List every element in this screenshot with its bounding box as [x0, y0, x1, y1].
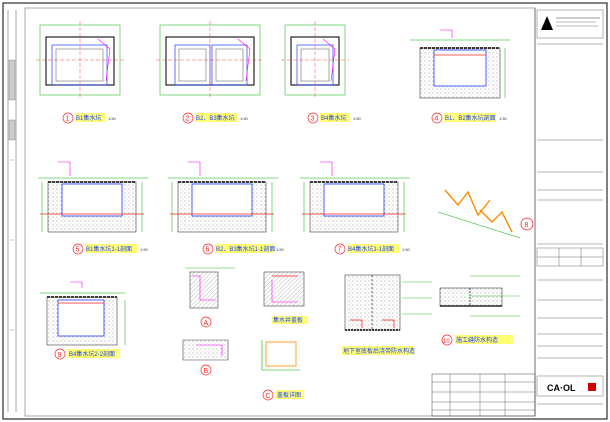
label-title: B2、B3集水坑: [196, 114, 235, 122]
rebar-detail: 8: [437, 189, 534, 239]
label-bubble: [72, 243, 84, 255]
detail-10-number: 10: [443, 339, 450, 345]
label-bubble: [334, 243, 346, 255]
drawing-label-3: 3 B4集水坑 1:50: [307, 112, 362, 124]
plan-1: 1 B1集水坑 1:50: [36, 21, 124, 124]
plan-views: 1 B1集水坑 1:50 2 B2、B3集水坑 1:50 3 B4集水坑 1:50 4 B1、B2集…: [36, 21, 510, 124]
label-title: B4集水坑: [321, 114, 346, 122]
drawing-label-5: 5 B1集水坑1-1剖面 1:50: [72, 243, 149, 255]
label-scale: 1:50: [499, 116, 508, 121]
detail-b: B: [182, 339, 229, 376]
label-number: 6: [206, 247, 210, 254]
section-7: 7 B4集水坑1-1剖面 1:50: [300, 161, 411, 255]
detail-c-title: 盖板详图: [277, 391, 301, 399]
detail-10-title: 施工缝防水构造: [456, 336, 498, 344]
section-9: 9 B4集水坑2-2剖面: [40, 281, 126, 360]
label-title: B1集水坑: [76, 114, 101, 122]
plan-2: 2 B2、B3集水坑 1:50: [156, 21, 264, 124]
client-logo: CA·OL: [547, 383, 576, 393]
construction-joint-detail: 10 施工缝防水构造: [439, 275, 520, 346]
label-number: 4: [435, 116, 439, 123]
label-title: B4集水坑1-1剖面: [348, 245, 394, 253]
section-5: 5 B1集水坑1-1剖面 1:50: [38, 161, 149, 255]
detail-8-number: 8: [525, 222, 529, 229]
detail-a-label: A: [204, 320, 209, 327]
binding-strip: [7, 10, 17, 412]
post-cast-strip-detail: 地下室底板后浇带防水构造: [342, 274, 432, 355]
label-number: 2: [186, 116, 190, 123]
label-scale: 1:50: [402, 247, 411, 252]
label-scale: 1:50: [276, 247, 285, 252]
post-cast-strip-title: 地下室底板后浇带防水构造: [343, 347, 415, 355]
label-number: 3: [311, 116, 315, 123]
firm-logo-icon: [541, 16, 553, 30]
label-bubble: [307, 112, 319, 124]
detail-c: C 盖板详图: [261, 340, 304, 401]
label-bubble: [62, 112, 74, 124]
label-bubble: [202, 243, 214, 255]
detail-b-label: B: [204, 368, 209, 375]
cover-plate-title: 集水井盖板: [273, 316, 303, 324]
detail-c-label: C: [266, 393, 271, 400]
label-title: B1集水坑1-1剖面: [86, 245, 132, 253]
label-bubble: [182, 112, 194, 124]
plan-3: 3 B4集水坑 1:50: [281, 21, 362, 124]
section-9-number: 9: [58, 352, 62, 359]
label-number: 7: [338, 247, 342, 254]
label-number: 1: [66, 116, 70, 123]
drawing-index-table: [431, 373, 536, 417]
drawing-label-7: 7 B4集水坑1-1剖面 1:50: [334, 243, 411, 255]
label-bubble: [431, 112, 443, 124]
label-scale: 1:50: [140, 247, 149, 252]
section-9-title: B4集水坑2-2剖面: [69, 350, 115, 358]
label-title: B1、B2集水坑剖面: [445, 114, 496, 122]
drawing-label-1: 1 B1集水坑 1:50: [62, 112, 117, 124]
label-scale: 1:50: [108, 116, 117, 121]
label-title: B2、B3集水坑1-1剖面: [216, 245, 275, 253]
title-block: CA·OL: [534, 8, 604, 416]
label-scale: 1:50: [240, 116, 249, 121]
drawing-label-2: 2 B2、B3集水坑 1:50: [182, 112, 249, 124]
label-scale: 1:50: [353, 116, 362, 121]
label-number: 5: [76, 247, 80, 254]
cover-plate-detail: 集水井盖板: [263, 271, 308, 324]
detail-a: A: [185, 267, 235, 328]
